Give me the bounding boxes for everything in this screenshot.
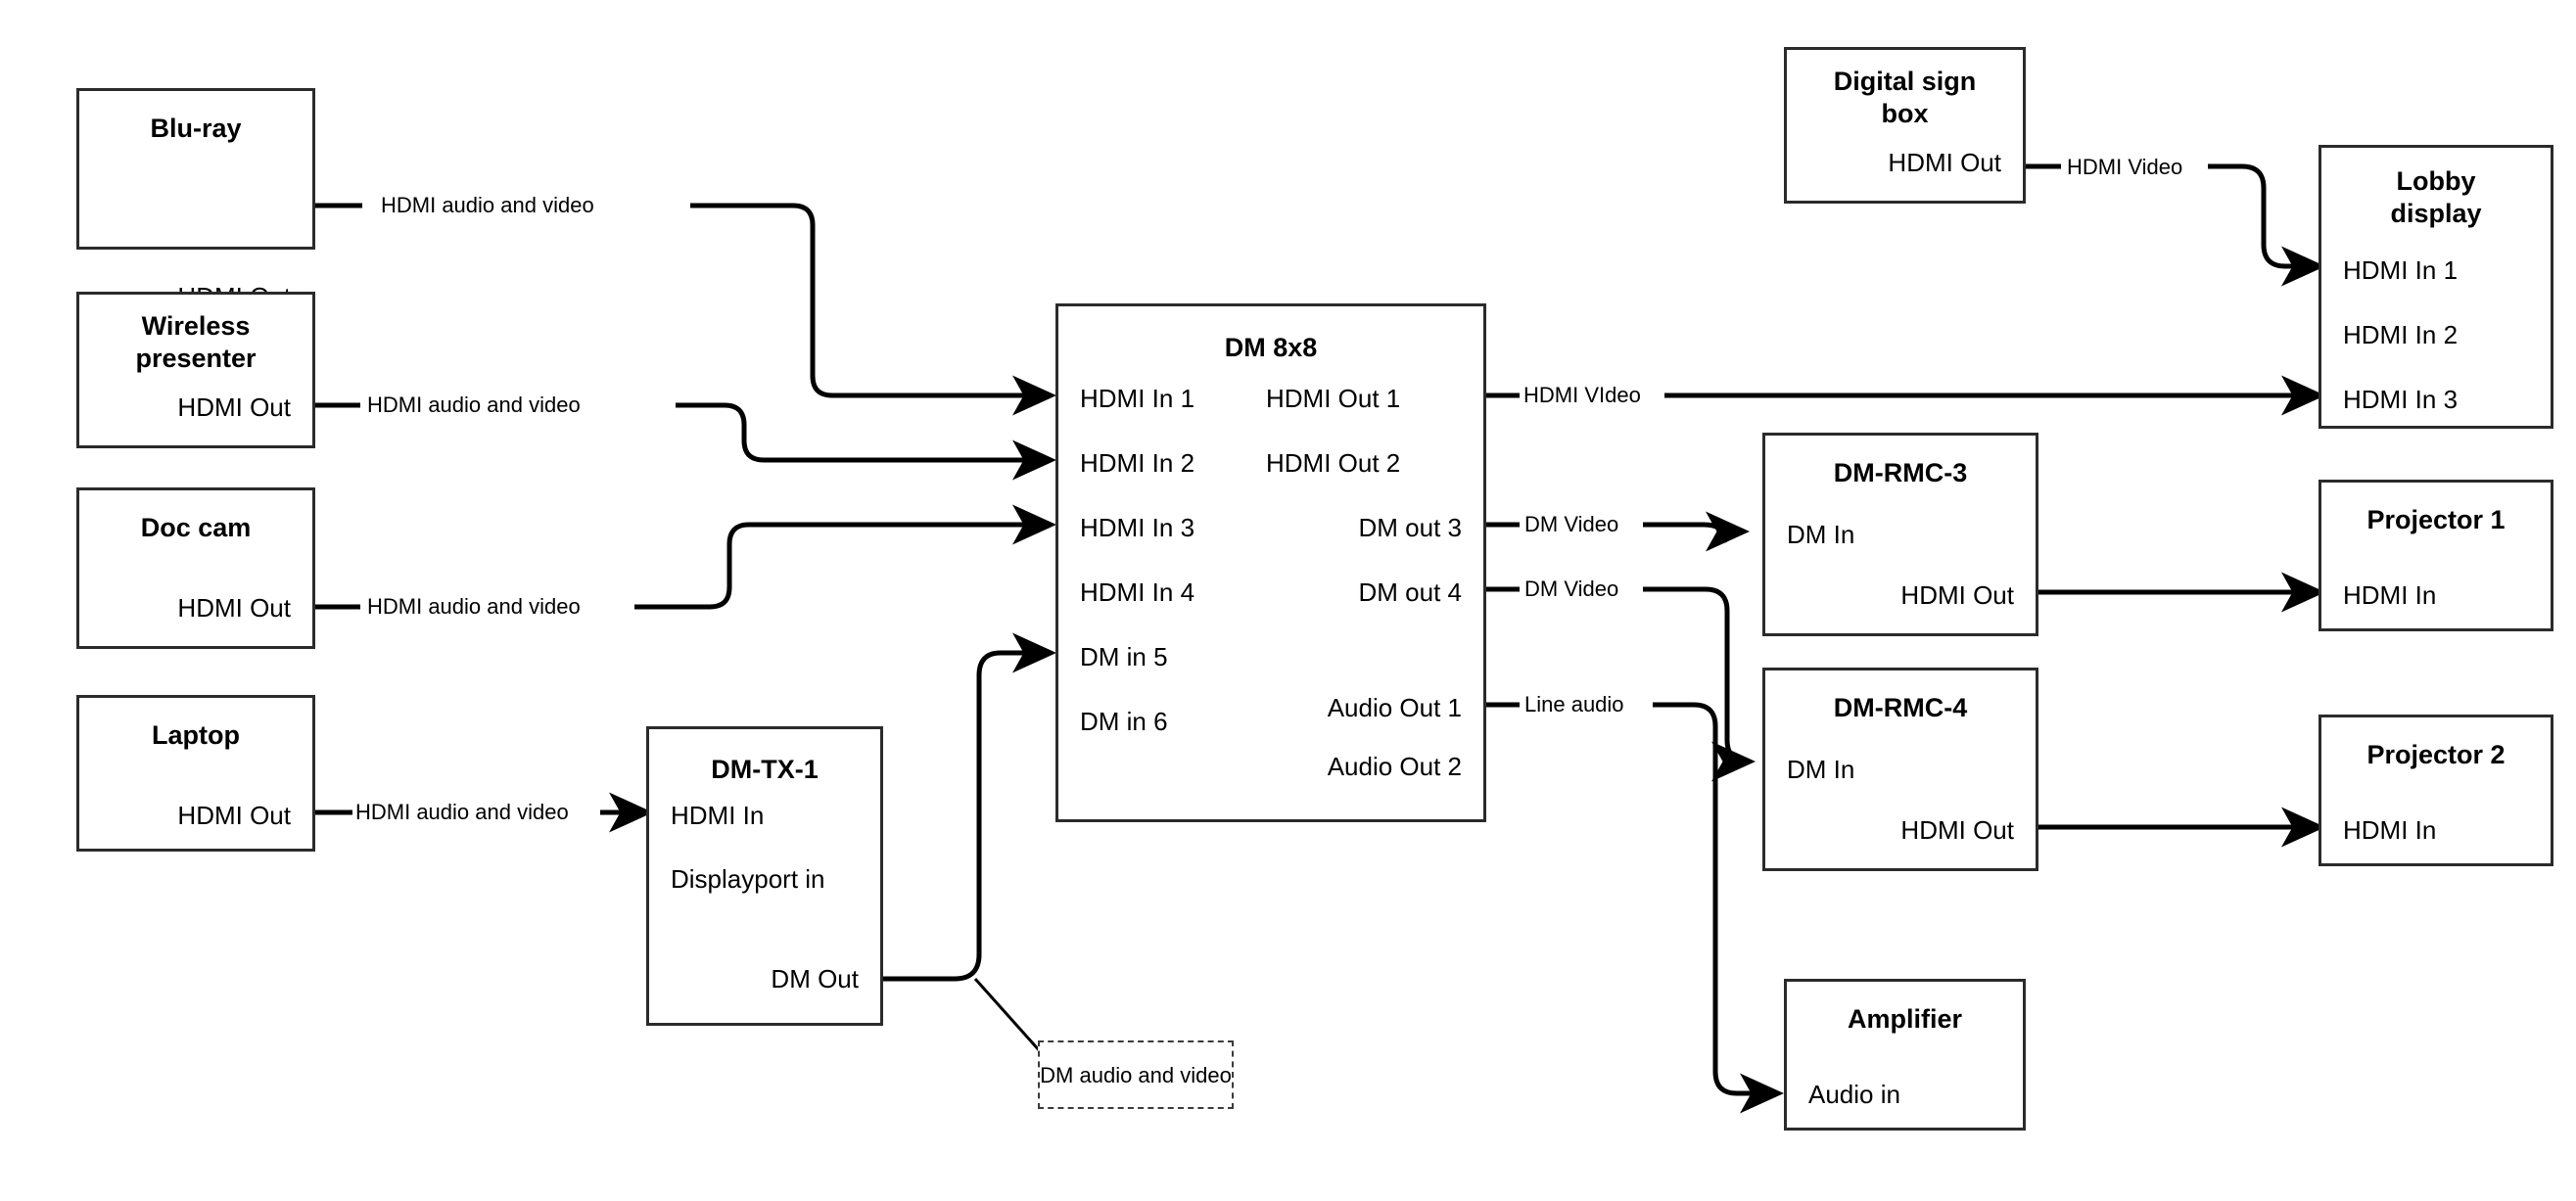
node-dm-8x8-input-hdmi-in-3: HDMI In 3 bbox=[1080, 513, 1195, 542]
node-doc-cam-port-hdmi-out: HDMI Out bbox=[177, 593, 291, 623]
wire-sign-to-lobby-b bbox=[2208, 163, 2326, 287]
edge-label-doccam-to-dm: HDMI audio and video bbox=[364, 594, 584, 620]
node-lobby-display-input-hdmi-in-3: HDMI In 3 bbox=[2343, 385, 2459, 414]
node-digital-sign-box[interactable]: Digital sign box HDMI Out bbox=[1784, 47, 2026, 204]
node-dm-8x8-input-dm-in-6: DM in 6 bbox=[1080, 707, 1168, 736]
node-dm-tx-1-title: DM-TX-1 bbox=[711, 755, 819, 784]
node-dm-rmc-3[interactable]: DM-RMC-3 DM In HDMI Out bbox=[1762, 433, 2038, 636]
node-doc-cam[interactable]: Doc cam HDMI Out bbox=[76, 487, 315, 649]
callout-dm-audio-and-video-text: DM audio and video bbox=[1040, 1062, 1232, 1087]
node-projector-2[interactable]: Projector 2 HDMI In bbox=[2318, 715, 2553, 866]
edge-label-dm-out1-to-lobby: HDMI VIdeo bbox=[1521, 383, 1644, 408]
wire-dm-audio-to-amp-b bbox=[1653, 702, 1785, 1114]
wire-dm-out4-to-rmc4-b bbox=[1643, 586, 1756, 782]
edge-label-dm-out3-to-rmc3: DM Video bbox=[1522, 512, 1622, 537]
node-dm-8x8-output-hdmi-out-2: HDMI Out 2 bbox=[1266, 448, 1401, 478]
node-amplifier-title: Amplifier bbox=[1847, 1004, 1963, 1034]
node-dm-rmc-4-port-hdmi-out: HDMI Out bbox=[1900, 815, 2014, 845]
node-dm-8x8[interactable]: DM 8x8 HDMI In 1 HDMI In 2 HDMI In 3 HDM… bbox=[1055, 303, 1486, 822]
node-dm-rmc-4-port-dm-in: DM In bbox=[1787, 755, 1855, 784]
node-bluray-title: Blu-ray bbox=[150, 114, 242, 143]
node-dm-8x8-output-audio-out-2: Audio Out 2 bbox=[1327, 752, 1462, 781]
node-dm-8x8-input-hdmi-in-1: HDMI In 1 bbox=[1080, 384, 1195, 413]
node-dm-tx-1-port-displayport-in: Displayport in bbox=[671, 864, 825, 894]
node-wireless-presenter-title-line1: Wireless bbox=[141, 311, 251, 341]
node-dm-tx-1-port-dm-out: DM Out bbox=[771, 964, 859, 993]
node-projector-2-port-hdmi-in: HDMI In bbox=[2343, 815, 2437, 845]
node-laptop-title: Laptop bbox=[152, 720, 240, 750]
wire-bluray-to-dm-in1-b bbox=[690, 203, 1057, 416]
edge-label-sign-to-lobby: HDMI Video bbox=[2064, 155, 2186, 180]
node-lobby-display-title-line2: display bbox=[2390, 199, 2482, 228]
node-wireless-presenter[interactable]: Wireless presenter HDMI Out bbox=[76, 292, 315, 448]
edge-label-laptop-to-tx: HDMI audio and video bbox=[352, 800, 572, 825]
node-dm-rmc-4[interactable]: DM-RMC-4 DM In HDMI Out bbox=[1762, 668, 2038, 871]
node-amplifier-port-audio-in: Audio in bbox=[1808, 1080, 1900, 1109]
edge-label-dm-out4-to-rmc4: DM Video bbox=[1522, 577, 1622, 602]
node-dm-rmc-3-title: DM-RMC-3 bbox=[1833, 458, 1968, 487]
node-digital-sign-box-title-line1: Digital sign bbox=[1833, 67, 1977, 96]
node-dm-rmc-3-port-hdmi-out: HDMI Out bbox=[1900, 580, 2014, 610]
node-laptop-port-hdmi-out: HDMI Out bbox=[177, 801, 291, 830]
node-dm-8x8-input-hdmi-in-2: HDMI In 2 bbox=[1080, 448, 1195, 478]
node-projector-1-title: Projector 1 bbox=[2366, 505, 2506, 534]
node-lobby-display-input-hdmi-in-1: HDMI In 1 bbox=[2343, 255, 2459, 285]
node-dm-8x8-output-dm-out-3: DM out 3 bbox=[1358, 513, 1463, 542]
node-dm-8x8-output-audio-out-1: Audio Out 1 bbox=[1327, 693, 1462, 722]
node-dm-8x8-input-hdmi-in-4: HDMI In 4 bbox=[1080, 577, 1195, 607]
node-dm-rmc-4-title: DM-RMC-4 bbox=[1833, 693, 1968, 722]
node-amplifier[interactable]: Amplifier Audio in bbox=[1784, 979, 2026, 1131]
node-projector-1[interactable]: Projector 1 HDMI In bbox=[2318, 480, 2553, 631]
wire-doccam-to-dm-in3-b bbox=[634, 504, 1057, 610]
node-lobby-display-title-line1: Lobby bbox=[2396, 166, 2476, 196]
node-doc-cam-title: Doc cam bbox=[140, 513, 252, 542]
node-dm-8x8-output-hdmi-out-1: HDMI Out 1 bbox=[1266, 384, 1401, 413]
node-wireless-presenter-title-line2: presenter bbox=[135, 344, 257, 373]
edge-label-bluray-to-dm: HDMI audio and video bbox=[378, 193, 597, 218]
leader-dm-audio-video bbox=[973, 978, 1043, 1053]
node-laptop[interactable]: Laptop HDMI Out bbox=[76, 695, 315, 852]
node-dm-8x8-output-dm-out-4: DM out 4 bbox=[1358, 577, 1463, 607]
node-dm-tx-1-port-hdmi-in: HDMI In bbox=[671, 801, 765, 830]
node-digital-sign-box-title-line2: box bbox=[1881, 99, 1929, 128]
node-digital-sign-box-port-hdmi-out: HDMI Out bbox=[1888, 148, 2001, 177]
wire-dm-out3-to-rmc3-b bbox=[1643, 511, 1751, 552]
node-lobby-display[interactable]: Lobby display HDMI In 1 HDMI In 2 HDMI I… bbox=[2318, 145, 2553, 429]
edge-label-dm-audio-to-amp: Line audio bbox=[1522, 692, 1627, 717]
wire-wireless-to-dm-in2-b bbox=[676, 402, 1057, 481]
node-lobby-display-input-hdmi-in-2: HDMI In 2 bbox=[2343, 320, 2459, 349]
node-projector-1-port-hdmi-in: HDMI In bbox=[2343, 580, 2437, 610]
callout-dm-audio-and-video: DM audio and video bbox=[1038, 1040, 1234, 1109]
node-dm-8x8-input-dm-in-5: DM in 5 bbox=[1080, 642, 1168, 671]
node-projector-2-title: Projector 2 bbox=[2366, 740, 2506, 769]
wire-tx-to-dm-in5 bbox=[883, 632, 1057, 982]
node-dm-rmc-3-port-dm-in: DM In bbox=[1787, 520, 1855, 549]
node-dm-8x8-title: DM 8x8 bbox=[1224, 333, 1318, 362]
node-bluray[interactable]: Blu-ray HDMI Out bbox=[76, 88, 315, 311]
node-dm-tx-1[interactable]: DM-TX-1 HDMI In Displayport in DM Out bbox=[646, 726, 883, 1026]
node-wireless-presenter-port-hdmi-out: HDMI Out bbox=[177, 393, 291, 422]
edge-label-wireless-to-dm: HDMI audio and video bbox=[364, 393, 584, 418]
